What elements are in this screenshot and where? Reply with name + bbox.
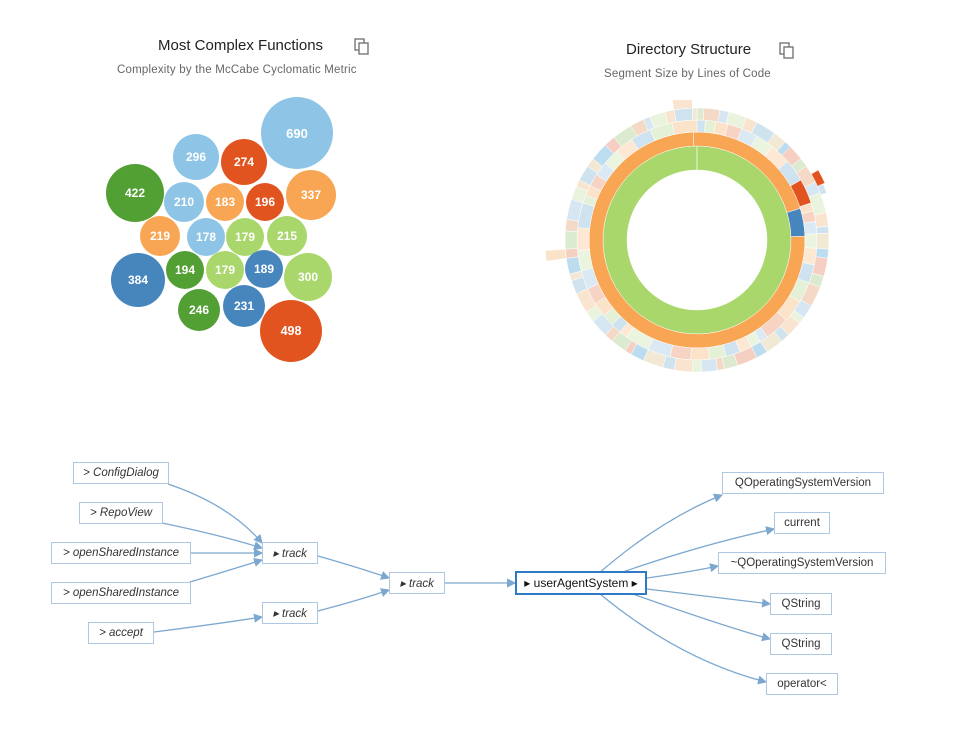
callee-node-qstring[interactable]: QString — [770, 593, 832, 615]
function-bubble[interactable]: 194 — [166, 251, 204, 289]
caller-node-opensharedinstance[interactable]: > openSharedInstance — [51, 542, 191, 564]
function-bubble[interactable]: 178 — [187, 218, 225, 256]
function-bubble[interactable]: 215 — [267, 216, 307, 256]
function-bubble[interactable]: 246 — [178, 289, 220, 331]
function-bubble[interactable]: 498 — [260, 300, 322, 362]
sunburst-segment — [545, 248, 567, 262]
function-bubble[interactable]: 384 — [111, 253, 165, 307]
graph-edge — [599, 593, 768, 685]
graph-edge — [646, 588, 772, 608]
graph-edge — [153, 613, 264, 633]
graph-edge — [161, 522, 264, 550]
sunburst-chart[interactable] — [535, 100, 835, 380]
function-bubble[interactable]: 189 — [245, 250, 283, 288]
function-bubble[interactable]: 231 — [223, 285, 265, 327]
callee-node-qstring[interactable]: QString — [770, 633, 832, 655]
graph-edge — [317, 588, 391, 612]
graph-edge — [619, 526, 776, 574]
function-bubble[interactable]: 300 — [284, 253, 332, 301]
graph-edge — [597, 493, 724, 575]
track-node[interactable]: ▸ track — [262, 542, 318, 564]
function-bubble[interactable]: 690 — [261, 97, 333, 169]
caller-node-opensharedinstance[interactable]: > openSharedInstance — [51, 582, 191, 604]
function-bubble[interactable]: 422 — [106, 164, 164, 222]
copy-icon[interactable] — [779, 42, 795, 60]
graph-edge — [629, 592, 772, 642]
sunburst-segment — [692, 107, 698, 121]
complex-functions-subtitle: Complexity by the McCabe Cyclomatic Metr… — [117, 64, 357, 76]
function-bubble[interactable]: 274 — [221, 139, 267, 185]
function-bubble[interactable]: 296 — [173, 134, 219, 180]
callee-node-destructor[interactable]: ~QOperatingSystemVersion — [718, 552, 886, 574]
caller-node-configdialog[interactable]: > ConfigDialog — [73, 462, 169, 484]
directory-structure-subtitle: Segment Size by Lines of Code — [604, 68, 771, 80]
callee-node-operator-less[interactable]: operator< — [766, 673, 838, 695]
graph-edge — [189, 558, 264, 583]
track-node[interactable]: ▸ track — [389, 572, 445, 594]
track-node[interactable]: ▸ track — [262, 602, 318, 624]
callee-node-qoperatingsystemversion[interactable]: QOperatingSystemVersion — [722, 472, 884, 494]
function-bubble[interactable]: 196 — [246, 183, 284, 221]
callee-node-current[interactable]: current — [774, 512, 830, 534]
sunburst-segment — [817, 183, 827, 196]
caller-node-repoview[interactable]: > RepoView — [79, 502, 163, 524]
directory-structure-title: Directory Structure — [626, 41, 752, 58]
graph-edge — [317, 555, 391, 580]
copy-icon[interactable] — [354, 38, 370, 56]
function-bubble[interactable]: 337 — [286, 170, 336, 220]
useragentsystem-node[interactable]: ▸ userAgentSystem ▸ — [515, 571, 647, 595]
graph-edge — [646, 563, 720, 579]
function-bubble[interactable]: 219 — [140, 216, 180, 256]
complex-functions-title: Most Complex Functions — [158, 37, 324, 54]
graph-edge — [167, 483, 263, 544]
caller-node-accept[interactable]: > accept — [88, 622, 154, 644]
function-bubble[interactable]: 179 — [206, 251, 244, 289]
sunburst-segment — [672, 100, 693, 111]
function-bubble[interactable]: 179 — [226, 218, 264, 256]
function-bubble[interactable]: 210 — [164, 182, 204, 222]
function-bubble[interactable]: 183 — [206, 183, 244, 221]
